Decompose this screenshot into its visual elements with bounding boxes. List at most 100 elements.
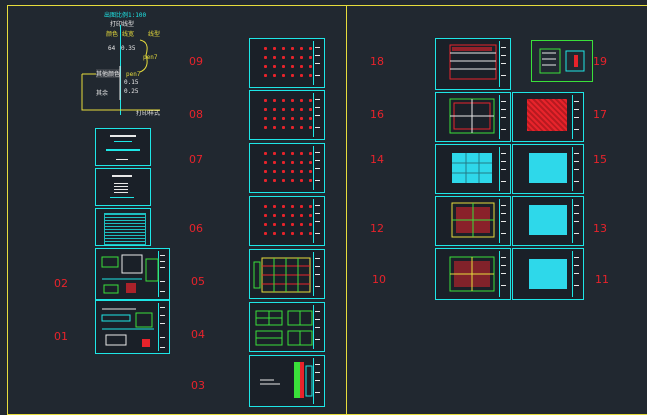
column-mark — [273, 56, 276, 59]
column-mark — [309, 126, 312, 129]
column-mark — [273, 152, 276, 155]
sheet-cover[interactable] — [95, 128, 151, 166]
column-mark — [291, 161, 294, 164]
sheet-number-13: 13 — [593, 222, 607, 235]
column-mark — [291, 223, 294, 226]
sheet-drawing-index[interactable] — [95, 208, 151, 246]
column-mark — [300, 232, 303, 235]
column-mark — [309, 223, 312, 226]
legend-print-text: 打印线型 — [110, 21, 135, 28]
column-mark — [282, 161, 285, 164]
column-mark — [264, 223, 267, 226]
sheet-12[interactable] — [435, 196, 511, 246]
column-mark — [273, 161, 276, 164]
sheet-number-03: 03 — [191, 379, 205, 392]
column-mark — [300, 223, 303, 226]
column-mark — [273, 232, 276, 235]
column-mark — [264, 117, 267, 120]
column-mark — [309, 74, 312, 77]
column-mark — [273, 117, 276, 120]
column-mark — [273, 179, 276, 182]
sheet-18[interactable] — [435, 38, 511, 90]
sheet-17[interactable] — [512, 92, 584, 142]
sheet-05[interactable] — [249, 249, 325, 299]
legend-row1-name: 64 — [108, 45, 116, 52]
legend-row1-val: 0.35 — [121, 45, 136, 52]
column-mark — [300, 126, 303, 129]
sheet-09[interactable] — [249, 38, 325, 88]
column-mark — [282, 214, 285, 217]
column-mark — [300, 152, 303, 155]
column-mark — [309, 161, 312, 164]
column-mark — [309, 214, 312, 217]
sheet-08[interactable] — [249, 90, 325, 140]
column-mark — [309, 179, 312, 182]
column-mark — [309, 170, 312, 173]
sheet-number-05: 05 — [191, 275, 205, 288]
column-mark — [264, 205, 267, 208]
sheet-number-10: 10 — [372, 273, 386, 286]
column-mark — [282, 179, 285, 182]
column-mark — [282, 170, 285, 173]
column-mark — [291, 170, 294, 173]
sheet-number-17: 17 — [593, 108, 607, 121]
column-mark — [264, 65, 267, 68]
legend-row3-name: 其余 — [96, 90, 109, 97]
sheet-number-07: 07 — [189, 153, 203, 166]
column-mark — [309, 108, 312, 111]
column-mark — [282, 117, 285, 120]
column-mark — [282, 205, 285, 208]
legend-head-type: 线型 — [148, 31, 161, 38]
column-mark — [309, 205, 312, 208]
column-mark — [273, 126, 276, 129]
legend-row2-name: 其他颜色 — [96, 69, 121, 78]
sheet-description[interactable] — [95, 168, 151, 206]
sheet-16[interactable] — [435, 92, 511, 142]
column-mark — [300, 56, 303, 59]
legend-footer-text: 打印样式 — [136, 110, 161, 117]
sheet-06[interactable] — [249, 196, 325, 246]
column-mark — [300, 170, 303, 173]
column-mark — [264, 47, 267, 50]
column-mark — [273, 47, 276, 50]
sheet-number-19: 19 — [593, 55, 607, 68]
column-mark — [273, 170, 276, 173]
sheet-number-02: 02 — [54, 277, 68, 290]
column-mark — [282, 65, 285, 68]
sheet-10[interactable] — [435, 248, 511, 300]
sheet-15[interactable] — [512, 144, 584, 194]
column-mark — [273, 108, 276, 111]
sheet-07[interactable] — [249, 143, 325, 193]
column-mark — [291, 99, 294, 102]
sheet-14[interactable] — [435, 144, 511, 194]
column-mark — [282, 223, 285, 226]
column-mark — [273, 214, 276, 217]
sheet-number-09: 09 — [189, 55, 203, 68]
sheet-02[interactable] — [95, 248, 170, 300]
column-mark — [300, 205, 303, 208]
column-mark — [282, 74, 285, 77]
column-mark — [291, 232, 294, 235]
column-mark — [309, 152, 312, 155]
sheet-01[interactable] — [95, 300, 170, 354]
legend-head-color: 颜色 — [106, 31, 119, 38]
legend-row3-val: 0.25 — [124, 88, 139, 95]
sheet-04[interactable] — [249, 302, 325, 352]
column-mark — [282, 232, 285, 235]
legend-row2-val: 0.15 — [124, 79, 139, 86]
column-mark — [264, 232, 267, 235]
sheet-number-08: 08 — [189, 108, 203, 121]
legend-pen-a: pen7 — [143, 54, 158, 61]
column-mark — [300, 117, 303, 120]
sheet-13[interactable] — [512, 196, 584, 246]
sheet-03[interactable] — [249, 355, 325, 407]
column-mark — [300, 108, 303, 111]
column-mark — [300, 65, 303, 68]
column-mark — [291, 74, 294, 77]
column-mark — [264, 179, 267, 182]
sheet-11[interactable] — [512, 248, 584, 300]
column-mark — [300, 179, 303, 182]
sheet-19[interactable] — [531, 40, 593, 82]
